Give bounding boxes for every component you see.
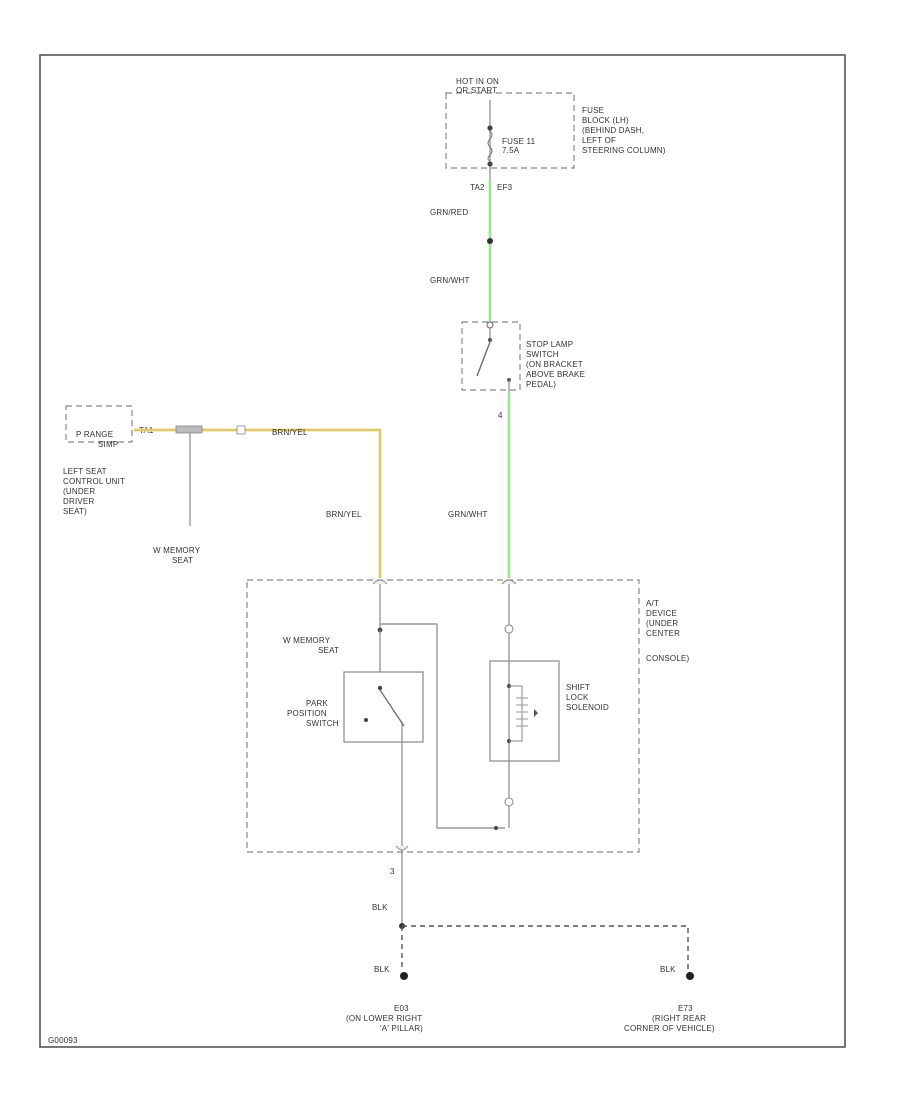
memory-seat-loop — [380, 623, 505, 829]
ground-right-line-1: (RIGHT REAR — [652, 1014, 706, 1023]
park-switch-blade-icon — [379, 689, 405, 727]
at-device-label-3: (UNDER — [646, 619, 678, 628]
at-memory-note-1: W MEMORY — [283, 636, 331, 645]
green-wire-upper: GRN/RED GRN/WHT — [430, 180, 493, 322]
connector-pin-bottom — [395, 845, 409, 851]
solenoid-arrow-icon — [534, 709, 538, 717]
loop-junction-dot — [494, 826, 498, 830]
fuse-element-icon — [487, 130, 493, 162]
fuse-block-outline — [445, 92, 575, 169]
ground-left-id: E03 — [394, 1004, 409, 1013]
fuse-block: HOT IN ON OR START FUSE 11 7.5A FUSE BLO… — [445, 77, 666, 192]
seat-memory-note-2: SEAT — [172, 556, 193, 565]
solenoid-label-1: SHIFT — [566, 683, 590, 692]
at-memory-note-2: SEAT — [318, 646, 339, 655]
seat-unit-label-1: LEFT SEAT — [63, 467, 107, 476]
fuse-rating-2: 7.5A — [502, 146, 520, 155]
fuse-location-5: STEERING COLUMN) — [582, 146, 666, 155]
seat-unit-label-5: SEAT) — [63, 507, 87, 516]
fuse-block-header-1: HOT IN ON — [456, 77, 499, 86]
splice-dot — [487, 238, 493, 244]
fuse-location-1: FUSE — [582, 106, 604, 115]
at-device: A/T DEVICE (UNDER CENTER CONSOLE) W MEMO… — [246, 579, 690, 876]
solenoid-coil-icon — [509, 685, 523, 742]
seat-unit-box-1: P RANGE — [76, 430, 113, 439]
at-device-label-2: DEVICE — [646, 609, 677, 618]
seat-unit-label-2: CONTROL UNIT — [63, 477, 125, 486]
wire-label-grn-red: GRN/RED — [430, 208, 468, 217]
park-switch-label-1: PARK — [306, 699, 328, 708]
stop-lamp-label-3: (ON BRACKET — [526, 360, 583, 369]
wire-label-blk-upper: BLK — [372, 903, 388, 912]
solenoid-label-2: LOCK — [566, 693, 589, 702]
park-switch-label-3: SWITCH — [306, 719, 339, 728]
fuse-connector-right: EF3 — [497, 183, 513, 192]
ground-right-id: E73 — [678, 1004, 693, 1013]
fuse-terminal-top — [487, 125, 493, 131]
ground-right-line-2: CORNER OF VEHICLE) — [624, 1024, 715, 1033]
solenoid-label-3: SOLENOID — [566, 703, 609, 712]
wire-label-grn-wht-upper: GRN/WHT — [430, 276, 470, 285]
wire-label-brn-yel-horizontal: BRN/YEL — [272, 428, 308, 437]
ground-left-line-1: (ON LOWER RIGHT — [346, 1014, 422, 1023]
shift-lock-solenoid-box — [489, 660, 560, 762]
diagram-frame — [39, 54, 846, 1048]
at-device-label-1: A/T — [646, 599, 659, 608]
seat-unit-outline — [65, 405, 133, 443]
diode-top-icon — [504, 624, 514, 634]
wire-label-grn-wht-lower: GRN/WHT — [448, 510, 488, 519]
ground-dashed-bus — [402, 925, 689, 970]
seat-unit-label-3: (UNDER — [63, 487, 95, 496]
at-ground-pin: 3 — [390, 867, 395, 876]
park-switch-label-2: POSITION — [287, 709, 327, 718]
at-device-label-5: CONSOLE) — [646, 654, 690, 663]
stop-lamp-label-1: STOP LAMP — [526, 340, 573, 349]
connector-pin-right — [501, 579, 517, 585]
fuse-rating-1: FUSE 11 — [502, 137, 536, 146]
stop-lamp-label-5: PEDAL) — [526, 380, 556, 389]
at-device-outline — [246, 579, 640, 853]
at-device-label-4: CENTER — [646, 629, 680, 638]
green-wire-lower: GRN/WHT — [448, 393, 511, 578]
fuse-location-4: LEFT OF — [582, 136, 616, 145]
wire-label-blk-left: BLK — [374, 965, 390, 974]
ground-right-icon — [686, 972, 694, 980]
stop-lamp-pin: 4 — [498, 411, 503, 420]
figure-code: G00093 — [48, 1036, 78, 1045]
seat-unit-box-2: SIMP — [98, 440, 118, 449]
seat-connector — [175, 425, 203, 434]
ground-left-icon — [400, 972, 408, 980]
connector-pin-left — [372, 579, 388, 585]
seat-unit-label-4: DRIVER — [63, 497, 94, 506]
fuse-location-3: (BEHIND DASH, — [582, 126, 644, 135]
stop-lamp-label-2: SWITCH — [526, 350, 559, 359]
inline-connector — [236, 425, 246, 435]
yellow-wire: BRN/YEL BRN/YEL — [134, 425, 382, 578]
fuse-terminal-bottom — [487, 161, 493, 167]
seat-memory-note-1: W MEMORY — [153, 546, 201, 555]
diode-bottom-icon — [504, 797, 514, 807]
stop-lamp-switch: STOP LAMP SWITCH (ON BRACKET ABOVE BRAKE… — [461, 321, 585, 420]
wire-label-blk-right: BLK — [660, 965, 676, 974]
wire-label-brn-yel-vertical: BRN/YEL — [326, 510, 362, 519]
fuse-block-header-2: OR START — [456, 86, 497, 95]
stop-lamp-switch-outline — [461, 321, 521, 391]
ground-left-line-2: 'A' PILLAR) — [380, 1024, 423, 1033]
switch-blade-icon — [476, 341, 491, 377]
fuse-location-2: BLOCK (LH) — [582, 116, 629, 125]
ground-circuit: BLK BLK E03 (ON LOWER RIGHT 'A' PILLAR) … — [346, 850, 715, 1033]
fuse-connector-left: TA2 — [470, 183, 485, 192]
park-switch-box — [343, 671, 424, 743]
stop-lamp-label-4: ABOVE BRAKE — [526, 370, 585, 379]
